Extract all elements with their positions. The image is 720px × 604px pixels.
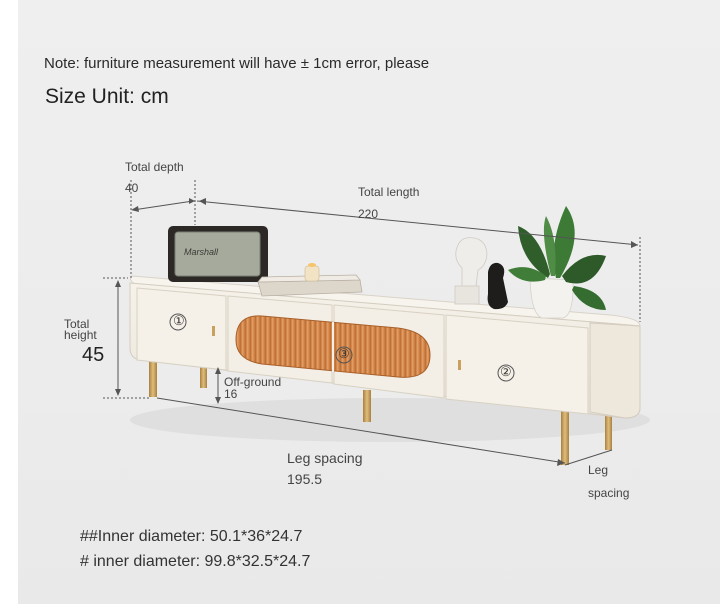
total-depth-label: Total depth (125, 160, 184, 174)
cabinet-leg (149, 355, 157, 397)
total-length-value: 220 (358, 207, 379, 221)
drawer-marker-right (497, 364, 515, 382)
leg-spacing-value: 195.5 (287, 471, 323, 487)
drawer-number-left: ① (173, 313, 185, 328)
plant-leaf (508, 267, 546, 282)
right-drawer (445, 314, 589, 415)
leg-spacing-label: Leg spacing (287, 450, 363, 466)
drawer-marker-center (335, 346, 353, 364)
drawer-number-center: ③ (338, 346, 350, 361)
side-leg-spacing-label-line2: spacing (588, 486, 630, 500)
total-length-label: Total length (358, 185, 420, 199)
dimension-arrows (115, 198, 638, 466)
side-leg-spacing-label-line1: Leg (588, 463, 609, 477)
total-height-value: 45 (82, 344, 105, 366)
inner-diameter-line-2: # inner diameter: 99.8*32.5*24.7 (80, 553, 311, 570)
total-depth-value: 40 (125, 181, 139, 195)
bust-sculpture (455, 237, 488, 289)
candle (304, 265, 320, 282)
speaker-brand-logo: Marshall (184, 247, 219, 257)
measurement-note: Note: furniture measurement will have ± … (44, 55, 430, 72)
inner-diameter-line-1: ##Inner diameter: 50.1*36*24.7 (80, 528, 303, 545)
plant-leaf (518, 226, 550, 278)
cabinet-leg (363, 390, 371, 422)
plant-leaf (553, 206, 575, 278)
size-unit-heading: Size Unit: cm (45, 85, 169, 108)
off-ground-label: Off-ground (224, 375, 282, 389)
drawer-number-right: ② (500, 364, 512, 379)
plant-leaf (572, 286, 606, 310)
cabinet-leg (561, 410, 569, 465)
plant-pot (529, 277, 574, 319)
cabinet-leg (605, 405, 612, 450)
cabinet-leg (200, 360, 207, 388)
total-height-label-line1: Total (64, 317, 90, 331)
plant-leaf (562, 254, 606, 284)
total-height-label-line2: height (64, 328, 97, 342)
floor-shadow (130, 398, 650, 442)
drawer-marker-left (169, 313, 187, 331)
off-ground-value: 16 (224, 387, 238, 401)
black-figurine (487, 262, 508, 310)
